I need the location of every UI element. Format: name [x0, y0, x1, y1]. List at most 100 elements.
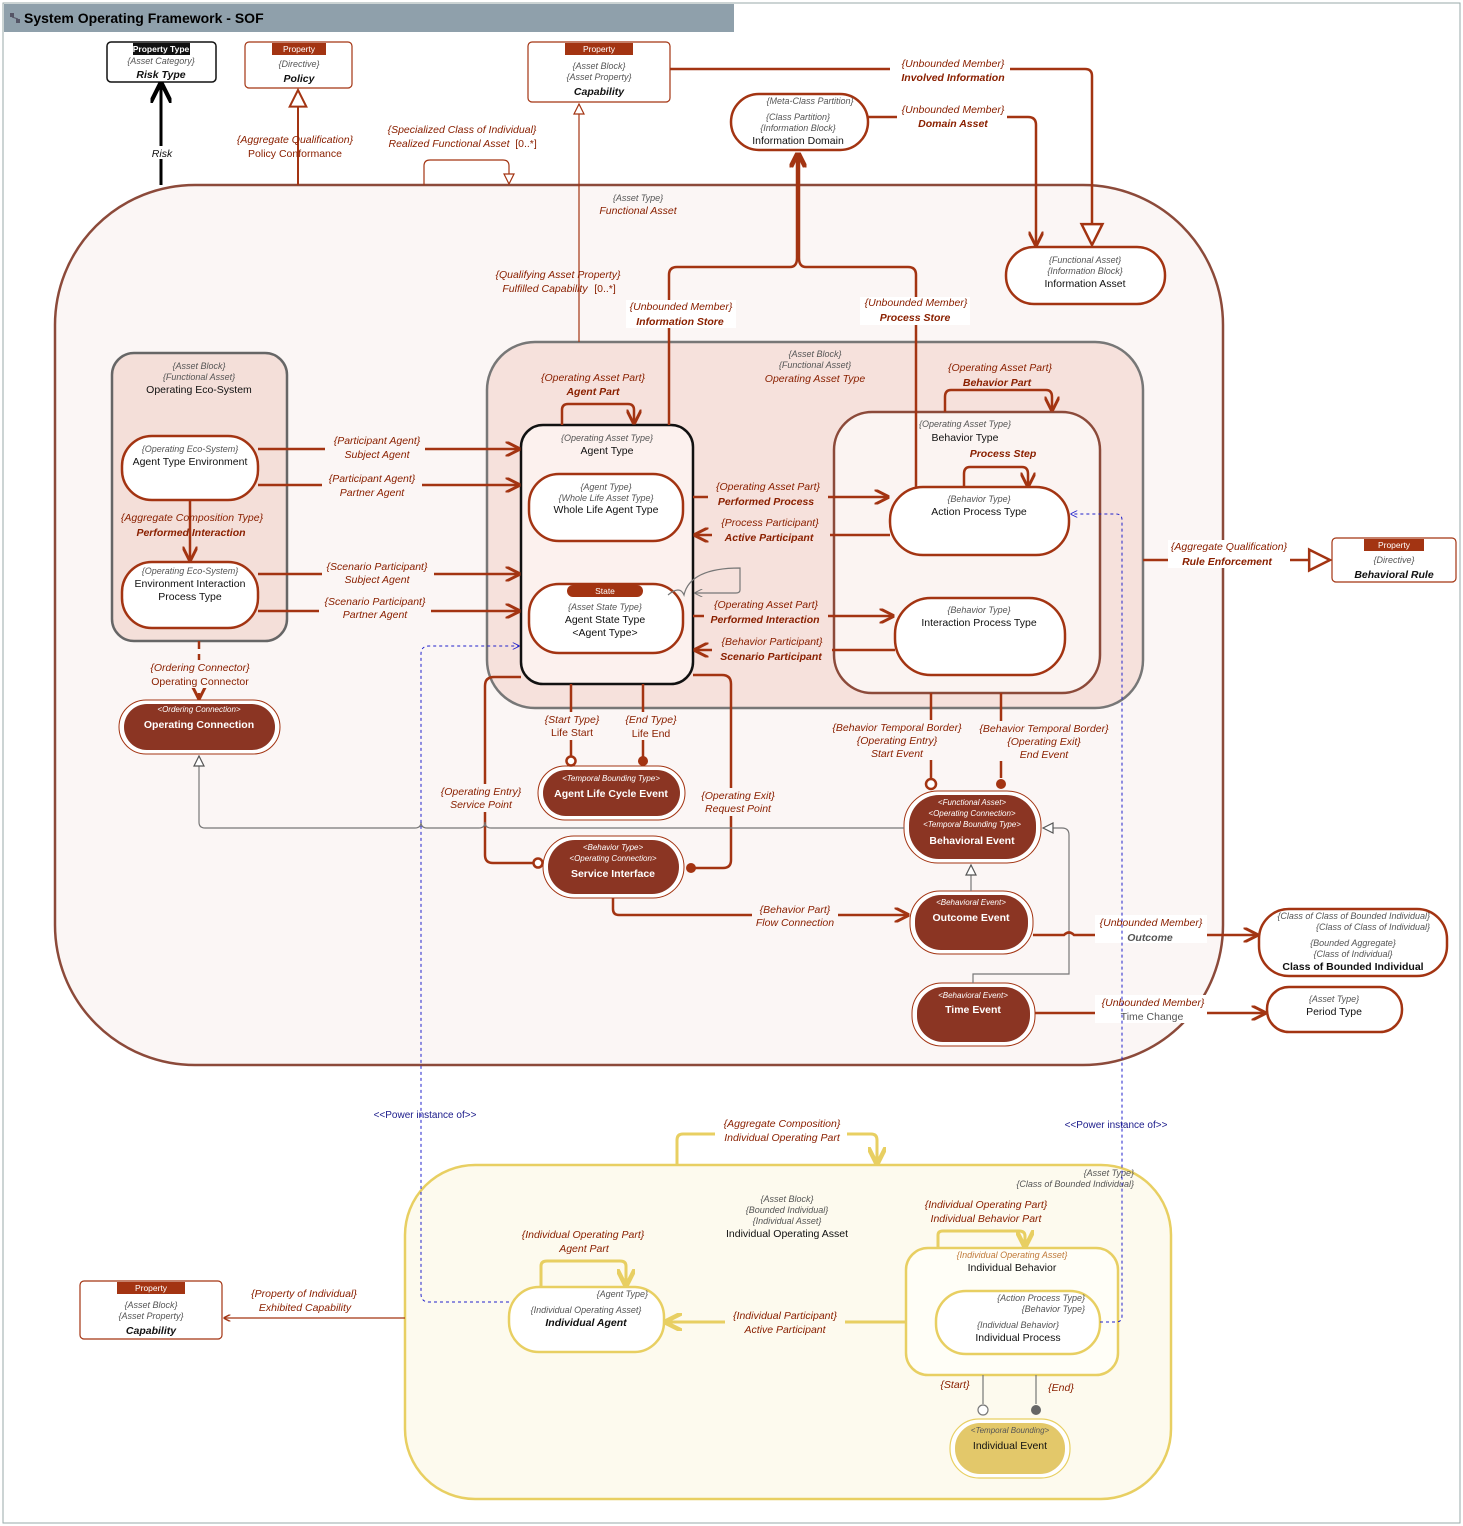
- capability-bottom-node[interactable]: Property {Asset Block} {Asset Property} …: [79, 1280, 223, 1340]
- scenario-participant-relation[interactable]: {Behavior Participant} Scenario Particip…: [695, 635, 895, 663]
- service-point-relation[interactable]: {Operating Entry} Service Point: [437, 675, 544, 869]
- domain-asset-relation[interactable]: {Unbounded Member} Domain Asset: [868, 103, 1036, 245]
- involved-information-relation[interactable]: {Unbounded Member} Involved Information: [670, 58, 1092, 245]
- service-interface-node[interactable]: <Behavior Type> <Operating Connection> S…: [542, 835, 685, 899]
- involved-information-stereo: {Unbounded Member}: [902, 58, 1005, 70]
- class-of-bounded-individual-node[interactable]: {Class of Class of Bounded Individual} {…: [1257, 907, 1449, 978]
- behavior-part-relation[interactable]: {Operating Asset Part} Behavior Part: [943, 362, 1053, 412]
- end-event-relation[interactable]: {Behavior Temporal Border} {Operating Ex…: [974, 693, 1114, 789]
- perf-interaction-right-stereo: {Operating Asset Part}: [714, 599, 819, 611]
- time-event-stereo: <Behavioral Event>: [938, 991, 1008, 1000]
- individual-operating-part-relation[interactable]: {Aggregate Composition} Individual Opera…: [675, 1116, 877, 1165]
- environment-interaction-name-2: Process Type: [158, 591, 222, 603]
- individual-agent-part-relation[interactable]: {Individual Operating Part} Agent Part: [516, 1227, 650, 1287]
- individual-process-node[interactable]: {Action Process Type} {Behavior Type} {I…: [934, 1289, 1102, 1356]
- subject-agent-relation[interactable]: {Participant Agent} Subject Agent: [258, 434, 519, 462]
- individual-active-participant-relation[interactable]: {Individual Participant} Active Particip…: [666, 1308, 906, 1336]
- agent-state-type-node[interactable]: State {Asset State Type} Agent State Typ…: [527, 582, 685, 655]
- start-event-relation[interactable]: {Behavior Temporal Border} {Operating En…: [826, 693, 968, 791]
- cobi-stereo-3: {Bounded Aggregate}: [1310, 938, 1396, 948]
- individual-agent-node[interactable]: {Agent Type} {Individual Operating Asset…: [507, 1285, 666, 1354]
- information-domain-node[interactable]: {Meta-Class Partition} {Class Partition}…: [729, 92, 870, 152]
- flow-connection-relation[interactable]: {Behavior Part} Flow Connection: [611, 898, 908, 930]
- behavior-part-name: Behavior Part: [963, 377, 1032, 389]
- perf-interaction-left-name: Performed Interaction: [136, 527, 245, 539]
- operating-connector-relation[interactable]: {Ordering Connector} Operating Connector: [146, 641, 254, 698]
- life-end-relation[interactable]: {End Type} Life End: [620, 684, 682, 766]
- policy-conformance-relation[interactable]: {Aggregate Qualification} Policy Conform…: [237, 90, 354, 185]
- behavioral-rule-node[interactable]: Property {Directive} Behavioral Rule: [1331, 537, 1457, 583]
- partner-agent-relation[interactable]: {Participant Agent} Partner Agent: [258, 472, 519, 500]
- individual-agent-part-stereo: {Individual Operating Part}: [522, 1229, 645, 1241]
- cobi-stereo-1: {Class of Class of Bounded Individual}: [1277, 911, 1430, 921]
- behavioral-event-node[interactable]: <Functional Asset> <Operating Connection…: [903, 790, 1042, 864]
- environment-interaction-name-1: Environment Interaction: [135, 578, 246, 590]
- risk-type-node[interactable]: Property Type {Asset Category} Risk Type: [106, 41, 217, 83]
- ibp-stereo: {Individual Operating Part}: [925, 1199, 1048, 1211]
- period-type-node[interactable]: {Asset Type} Period Type: [1265, 985, 1404, 1034]
- capability-top-node[interactable]: Property {Asset Block} {Asset Property} …: [527, 41, 671, 103]
- performed-process-relation[interactable]: {Operating Asset Part} Performed Process: [693, 480, 888, 508]
- whole-life-agent-type-node[interactable]: {Agent Type} {Whole Life Asset Type} Who…: [527, 472, 685, 543]
- capability-bottom-badge: Property: [135, 1283, 168, 1293]
- agent-state-stereo: {Asset State Type}: [568, 602, 642, 612]
- performed-interaction-right-relation[interactable]: {Operating Asset Part} Performed Interac…: [693, 598, 893, 626]
- process-step-relation[interactable]: Process Step: [962, 448, 1037, 487]
- information-domain-stereo-1: {Meta-Class Partition}: [766, 96, 853, 106]
- risk-relation[interactable]: Risk: [148, 84, 176, 185]
- life-end-stereo: {End Type}: [625, 714, 677, 726]
- time-event-node[interactable]: <Behavioral Event> Time Event: [911, 982, 1036, 1047]
- partner-agent-stereo: {Participant Agent}: [329, 473, 416, 485]
- action-process-type-node[interactable]: {Behavior Type} Action Process Type: [888, 485, 1071, 557]
- power-instance-left-relation[interactable]: <<Power instance of>>: [374, 646, 519, 1303]
- information-asset-node[interactable]: {Functional Asset} {Information Block} I…: [1004, 245, 1167, 306]
- outcome-event-node[interactable]: <Behavioral Event> Outcome Event: [909, 890, 1034, 955]
- agent-type-environment-stereo: {Operating Eco-System}: [142, 444, 239, 454]
- risk-type-stereo: {Asset Category}: [127, 56, 195, 66]
- operating-connection-node[interactable]: <Ordering Connection> Operating Connecti…: [118, 699, 281, 755]
- scenario-partner-agent-relation[interactable]: {Scenario Participant} Partner Agent: [258, 595, 519, 623]
- process-store-relation[interactable]: {Unbounded Member} Process Store: [799, 154, 970, 487]
- end-event-stereo-1: {Behavior Temporal Border}: [979, 723, 1109, 735]
- agent-life-cycle-event-node[interactable]: <Temporal Bounding Type> Agent Life Cycl…: [537, 765, 686, 821]
- active-participant-relation[interactable]: {Process Participant} Active Participant: [695, 516, 890, 544]
- time-change-relation[interactable]: {Unbounded Member} Time Change: [1035, 995, 1265, 1023]
- request-point-relation[interactable]: {Operating Exit} Request Point: [686, 673, 779, 873]
- perf-interaction-left-stereo: {Aggregate Composition Type}: [121, 512, 264, 524]
- information-store-relation[interactable]: {Unbounded Member} Information Store: [626, 154, 797, 425]
- rule-enforcement-relation[interactable]: {Aggregate Qualification} Rule Enforceme…: [1143, 540, 1330, 568]
- scenario-subject-name: Subject Agent: [345, 574, 411, 586]
- exhibited-capability-relation[interactable]: {Property of Individual} Exhibited Capab…: [224, 1288, 405, 1318]
- performed-interaction-left-relation[interactable]: {Aggregate Composition Type} Performed I…: [121, 500, 264, 560]
- capability-top-stereo-2: {Asset Property}: [566, 72, 631, 82]
- process-store-name: Process Store: [880, 312, 951, 324]
- outcome-relation[interactable]: {Unbounded Member} Outcome: [1033, 915, 1257, 944]
- partner-agent-name: Partner Agent: [340, 487, 405, 499]
- operating-asset-type-stereo-2: {Functional Asset}: [779, 360, 851, 370]
- policy-node[interactable]: Property {Directive} Policy: [244, 41, 353, 89]
- individual-start-relation[interactable]: {Start}: [940, 1375, 989, 1416]
- realized-functional-asset-relation[interactable]: {Specialized Class of Individual} Realiz…: [388, 124, 537, 185]
- scenario-subject-agent-relation[interactable]: {Scenario Participant} Subject Agent: [258, 559, 519, 587]
- rfa-stereo: {Specialized Class of Individual}: [388, 124, 537, 136]
- outcome-event-stereo: <Behavioral Event>: [936, 898, 1006, 907]
- risk-type-name: Risk Type: [136, 69, 185, 81]
- life-start-stereo: {Start Type}: [545, 714, 600, 726]
- agent-part-name: Agent Part: [565, 386, 620, 398]
- policy-stereo: {Directive}: [278, 59, 319, 69]
- fulfilled-capability-relation[interactable]: {Qualifying Asset Property} Fulfilled Ca…: [495, 104, 621, 342]
- individual-event-node[interactable]: <Temporal Bounding> Individual Event: [949, 1418, 1071, 1479]
- individual-end-relation[interactable]: {End}: [1031, 1375, 1074, 1415]
- environment-interaction-node[interactable]: {Operating Eco-System} Environment Inter…: [120, 560, 260, 630]
- individual-behavior-part-relation[interactable]: {Individual Operating Part} Individual B…: [917, 1197, 1053, 1248]
- whole-life-stereo-2: {Whole Life Asset Type}: [558, 493, 653, 503]
- life-start-relation[interactable]: {Start Type} Life Start: [540, 684, 602, 767]
- risk-label: Risk: [152, 148, 173, 160]
- information-domain-stereo-3: {Information Block}: [760, 123, 836, 133]
- agent-part-relation[interactable]: {Operating Asset Part} Agent Part: [541, 372, 646, 425]
- interaction-process-type-node[interactable]: {Behavior Type} Interaction Process Type: [893, 596, 1067, 677]
- power-instance-right-relation[interactable]: <<Power instance of>>: [1065, 514, 1168, 1323]
- active-participant-name: Active Participant: [724, 532, 814, 544]
- agent-type-environment-node[interactable]: {Operating Eco-System} Agent Type Enviro…: [120, 434, 260, 502]
- exhibited-capability-stereo: {Property of Individual}: [251, 1288, 357, 1300]
